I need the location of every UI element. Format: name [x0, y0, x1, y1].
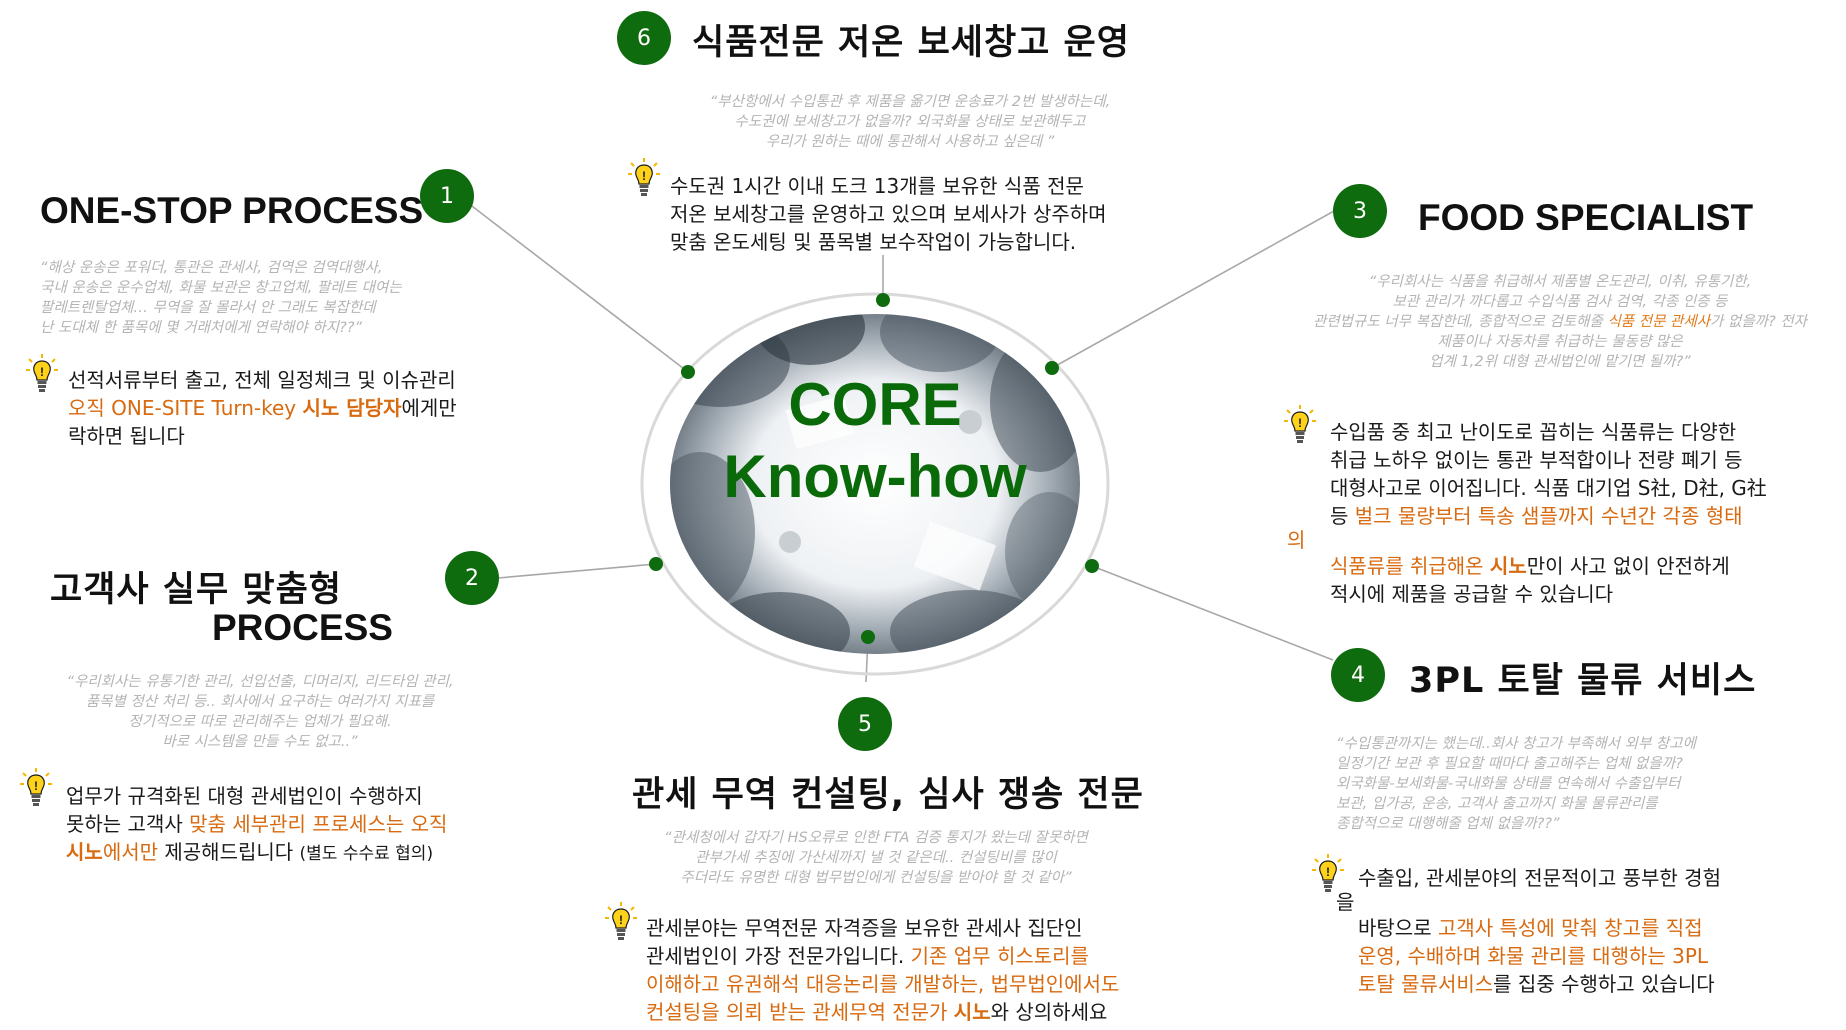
lightbulb-icon: !	[1312, 854, 1344, 892]
core-title-line1: CORE	[788, 371, 962, 438]
section-6-body: 수도권 1시간 이내 도크 13개를 보유한 식품 전문 저온 보세창고를 운영…	[670, 174, 1107, 254]
connector-1	[467, 202, 689, 373]
section-3-title: FOOD SPECIALIST	[1418, 197, 1754, 238]
section-6-title: 식품전문 저온 보세창고 운영	[692, 23, 1130, 63]
connector-dot-2	[649, 557, 663, 571]
connector-dot-5	[861, 630, 875, 644]
section-3-body-cont: 식품류를 취급해온 시노만이 사고 없이 안전하게 적시에 제품을 공급할 수 …	[1330, 554, 1730, 606]
connector-4	[1091, 565, 1334, 661]
section-2-quote: “우리회사는 유통기한 관리, 선입선출, 디머리지, 리드타임 관리, 품목별…	[66, 674, 454, 750]
lightbulb-icon: !	[628, 158, 660, 196]
section-1-quote: “해상 운송은 포워더, 통관은 관세사, 검역은 검역대행사, 국내 운송은 …	[40, 260, 402, 336]
connector-dot-1	[681, 365, 695, 379]
section-5-quote: “관세청에서 갑자기 HS오류로 인한 FTA 검증 통지가 왔는데 잘못하면 …	[664, 830, 1088, 886]
section-6-quote: “부산항에서 수입통관 후 제품을 옮기면 운송료가 2번 발생하는데, 수도권…	[709, 94, 1111, 150]
badge-2: 2	[445, 551, 499, 605]
section-3-body: 수입품 중 최고 난이도로 꼽히는 식품류는 다양한 취급 노하우 없이는 통관…	[1330, 420, 1767, 528]
connector-2	[497, 563, 657, 579]
svg-text:!: !	[619, 913, 623, 927]
core-title-line2: Know-how	[723, 443, 1027, 510]
lightbulb-icon: !	[20, 768, 52, 806]
badge-4: 4	[1331, 648, 1385, 702]
section-4-quote: “수입통관까지는 했는데..회사 창고가 부족해서 외부 창고에 일정기간 보관…	[1336, 736, 1696, 832]
badge-5: 5	[838, 697, 892, 751]
connector-dot-4	[1085, 559, 1099, 573]
section-2-title-line1: 고객사 실무 맞춤형	[50, 570, 342, 610]
svg-text:!: !	[1326, 865, 1330, 879]
connector-3	[1051, 210, 1335, 369]
lightbulb-icon: !	[605, 902, 637, 940]
section-3-body-wrap: 의	[1287, 528, 1306, 552]
section-4-body-cont: 바탕으로 고객사 특성에 맞춰 창고를 직접 운영, 수배하며 화물 관리를 대…	[1358, 916, 1715, 996]
core-knowhow-hub: CORE Know-how	[640, 292, 1110, 676]
section-4-body: 수출입, 관세분야의 전문적이고 풍부한 경험	[1358, 866, 1721, 890]
section-2-title-line2: PROCESS	[212, 607, 393, 648]
lightbulb-icon: !	[26, 354, 58, 392]
badge-6: 6	[617, 11, 671, 65]
svg-text:!: !	[34, 779, 38, 793]
badge-1: 1	[420, 169, 474, 223]
badge-3: 3	[1333, 184, 1387, 238]
svg-text:!: !	[40, 365, 44, 379]
connector-dot-6	[876, 293, 890, 307]
core-ellipse	[640, 292, 1110, 676]
section-1-title: ONE-STOP PROCESS	[40, 190, 424, 231]
section-5-title: 관세 무역 컨설팅, 심사 쟁송 전문	[632, 775, 1144, 815]
lightbulb-icon: !	[1284, 405, 1316, 443]
connector-dot-3	[1045, 361, 1059, 375]
section-3-quote: “우리회사는 식품을 취급해서 제품별 온도관리, 이취, 유통기한, 보관 관…	[1312, 274, 1808, 370]
svg-text:!: !	[1298, 416, 1302, 430]
section-4-body-wrap: 을	[1336, 890, 1355, 914]
section-1-body: 선적서류부터 출고, 전체 일정체크 및 이슈관리 오직 ONE-SITE Tu…	[68, 368, 457, 448]
section-4-title: 3PL 토탈 물류 서비스	[1409, 661, 1757, 701]
section-2-body: 업무가 규격화된 대형 관세법인이 수행하지 못하는 고객사 맞춤 세부관리 프…	[66, 784, 448, 864]
section-5-body: 관세분야는 무역전문 자격증을 보유한 관세사 집단인 관세법인이 가장 전문가…	[646, 916, 1120, 1024]
svg-text:!: !	[642, 169, 646, 183]
